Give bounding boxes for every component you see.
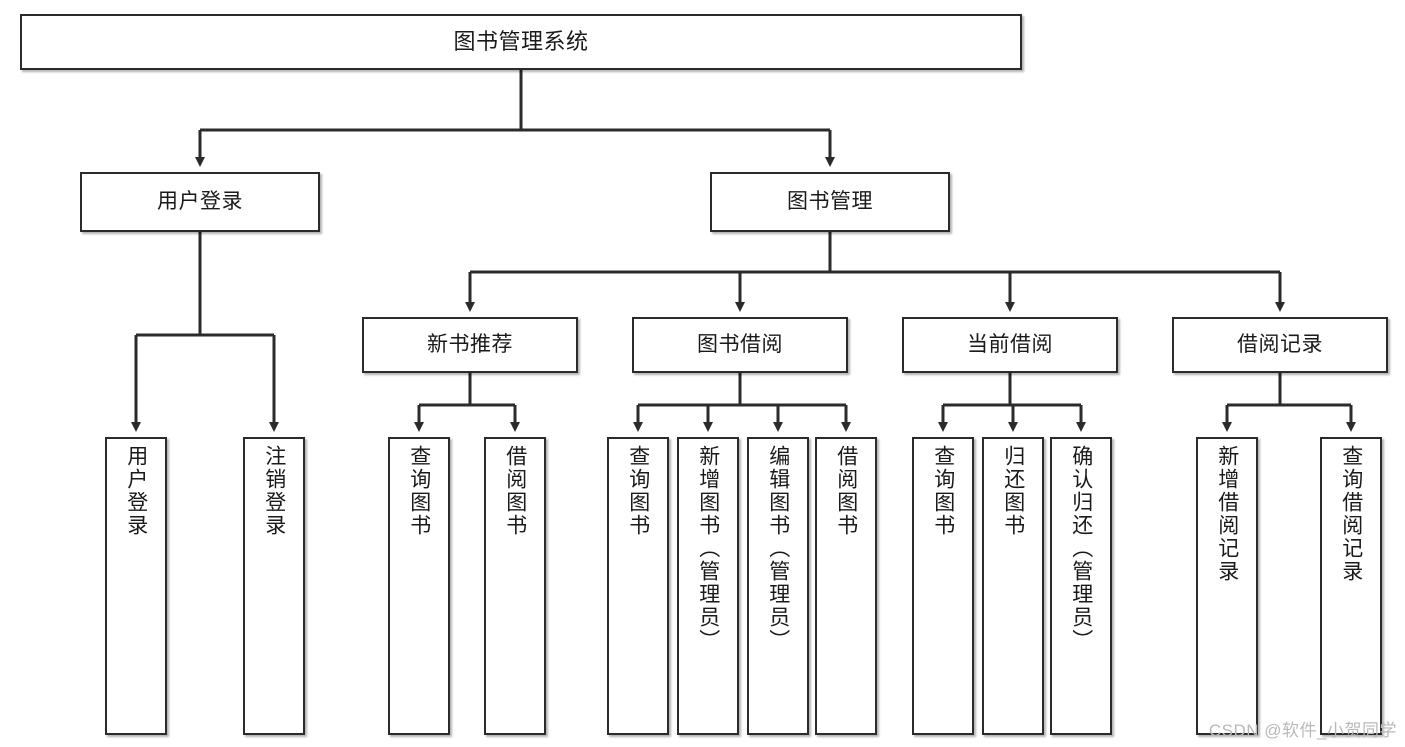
node-level3-3-label: 当前借阅 bbox=[967, 332, 1053, 356]
node-leaf-7-label: 编辑图书（管理员） bbox=[766, 445, 790, 652]
node-leaf-3-label: 查询图书 bbox=[407, 445, 431, 537]
node-level3-3[interactable]: 当前借阅 bbox=[902, 317, 1118, 373]
node-leaf-13[interactable]: 查询借阅记录 bbox=[1320, 437, 1382, 735]
node-leaf-5[interactable]: 查询图书 bbox=[607, 437, 669, 735]
node-level2-1[interactable]: 用户登录 bbox=[80, 172, 320, 232]
node-level2-2[interactable]: 图书管理 bbox=[710, 172, 950, 232]
node-level2-1-label: 用户登录 bbox=[157, 189, 243, 213]
node-leaf-8[interactable]: 借阅图书 bbox=[815, 437, 877, 735]
node-leaf-1-label: 用户登录 bbox=[124, 445, 148, 537]
node-leaf-3[interactable]: 查询图书 bbox=[388, 437, 450, 735]
node-leaf-12-label: 新增借阅记录 bbox=[1215, 445, 1239, 583]
node-level3-1[interactable]: 新书推荐 bbox=[362, 317, 578, 373]
node-leaf-12[interactable]: 新增借阅记录 bbox=[1196, 437, 1258, 735]
node-leaf-10[interactable]: 归还图书 bbox=[982, 437, 1044, 735]
node-level3-1-label: 新书推荐 bbox=[427, 332, 513, 356]
node-leaf-9[interactable]: 查询图书 bbox=[912, 437, 974, 735]
node-leaf-9-label: 查询图书 bbox=[931, 445, 955, 537]
node-level2-2-label: 图书管理 bbox=[787, 189, 873, 213]
node-root-system[interactable]: 图书管理系统 bbox=[20, 14, 1022, 70]
node-leaf-10-label: 归还图书 bbox=[1001, 445, 1025, 537]
node-leaf-1[interactable]: 用户登录 bbox=[105, 437, 167, 735]
node-leaf-7[interactable]: 编辑图书（管理员） bbox=[747, 437, 809, 735]
node-leaf-8-label: 借阅图书 bbox=[834, 445, 858, 537]
node-level3-4-label: 借阅记录 bbox=[1237, 332, 1323, 356]
node-leaf-2-label: 注销登录 bbox=[262, 445, 286, 537]
watermark-text: CSDN @软件_小贺同学 bbox=[1208, 721, 1397, 740]
node-leaf-5-label: 查询图书 bbox=[626, 445, 650, 537]
node-level3-2-label: 图书借阅 bbox=[697, 332, 783, 356]
node-level3-4[interactable]: 借阅记录 bbox=[1172, 317, 1388, 373]
node-level3-2[interactable]: 图书借阅 bbox=[632, 317, 848, 373]
node-leaf-4-label: 借阅图书 bbox=[503, 445, 527, 537]
node-leaf-6-label: 新增图书（管理员） bbox=[696, 445, 720, 652]
node-leaf-13-label: 查询借阅记录 bbox=[1339, 445, 1363, 583]
node-root-system-label: 图书管理系统 bbox=[453, 29, 589, 55]
node-leaf-6[interactable]: 新增图书（管理员） bbox=[677, 437, 739, 735]
node-leaf-11[interactable]: 确认归还（管理员） bbox=[1050, 437, 1112, 735]
node-leaf-4[interactable]: 借阅图书 bbox=[484, 437, 546, 735]
node-leaf-2[interactable]: 注销登录 bbox=[243, 437, 305, 735]
node-leaf-11-label: 确认归还（管理员） bbox=[1069, 445, 1093, 652]
